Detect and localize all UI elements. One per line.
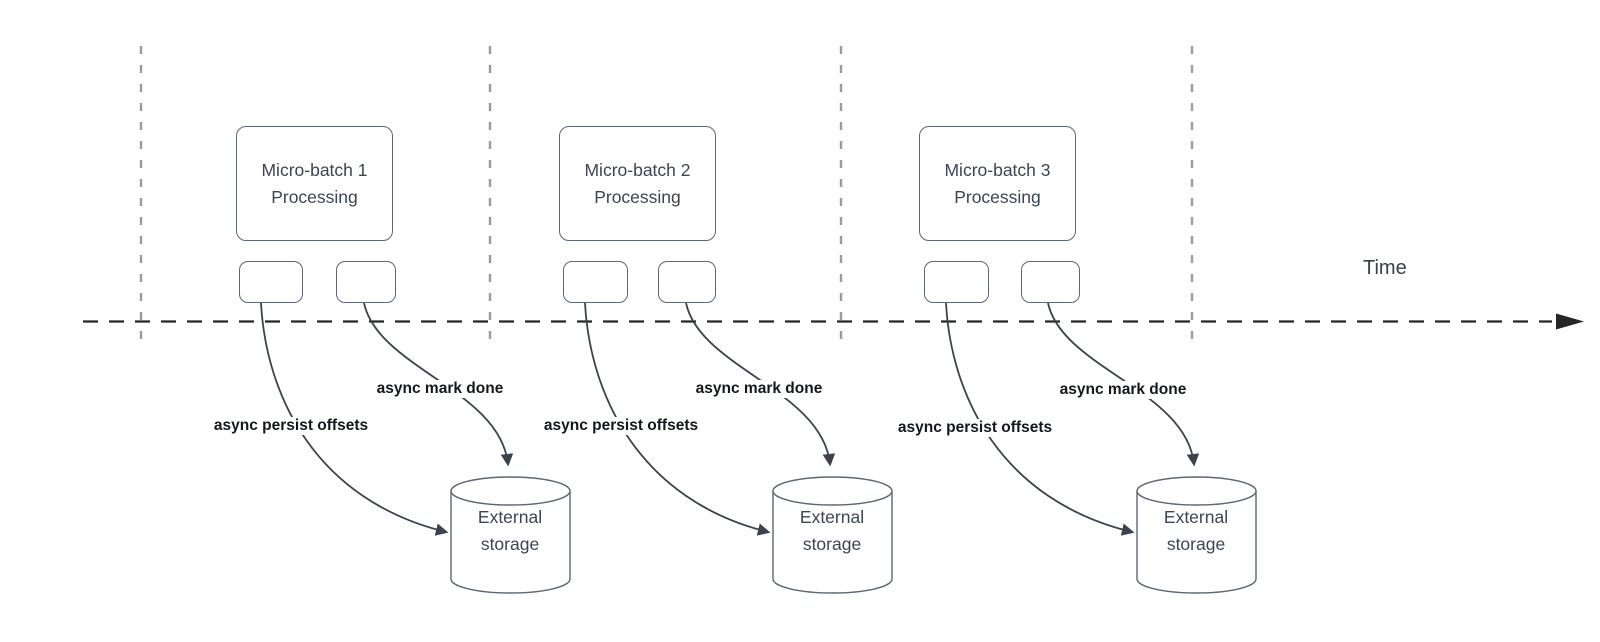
persist-offsets-arrow-2	[584, 302, 771, 536]
external-storage-label-2: External storage	[799, 507, 865, 554]
cylinder-top	[450, 476, 571, 506]
persist-offsets-label-2: async persist offsets	[540, 417, 702, 435]
persist-offsets-arrow-3	[945, 302, 1135, 536]
offset-range-box-2a	[563, 261, 628, 303]
mark-done-label-3: async mark done	[1056, 381, 1190, 399]
offset-range-box-2b	[658, 261, 716, 303]
cylinder-top	[772, 476, 893, 506]
cylinder-top	[1136, 476, 1257, 506]
offset-range-box-3b	[1021, 261, 1080, 303]
external-storage-label-3: External storage	[1163, 507, 1229, 554]
cylinder-body	[1136, 491, 1257, 594]
persist-offsets-label-3: async persist offsets	[894, 419, 1056, 437]
persist-offsets-arrow-1	[260, 302, 449, 536]
external-storage-label-1: External storage	[477, 507, 543, 554]
cylinder-body	[450, 491, 571, 594]
time-axis-arrowhead-icon	[1556, 313, 1584, 330]
external-storage-cylinder-3	[1136, 476, 1257, 594]
mark-done-label-2: async mark done	[692, 380, 826, 398]
external-storage-cylinder-2	[772, 476, 893, 594]
micro-batch-2-processing-box: Micro-batch 2 Processing	[559, 126, 716, 241]
time-axis-label: Time	[1363, 257, 1407, 279]
micro-batch-3-processing-box: Micro-batch 3 Processing	[919, 126, 1076, 241]
persist-offsets-label-1: async persist offsets	[210, 417, 372, 435]
mark-done-arrow-3	[1047, 302, 1200, 467]
offset-range-box-1b	[336, 261, 396, 303]
external-storage-cylinder-1	[450, 476, 571, 594]
micro-batch-1-processing-box: Micro-batch 1 Processing	[236, 126, 393, 241]
mark-done-label-1: async mark done	[373, 380, 507, 398]
offset-range-box-3a	[924, 261, 989, 303]
cylinder-body	[772, 491, 893, 594]
offset-range-box-1a	[239, 261, 303, 303]
